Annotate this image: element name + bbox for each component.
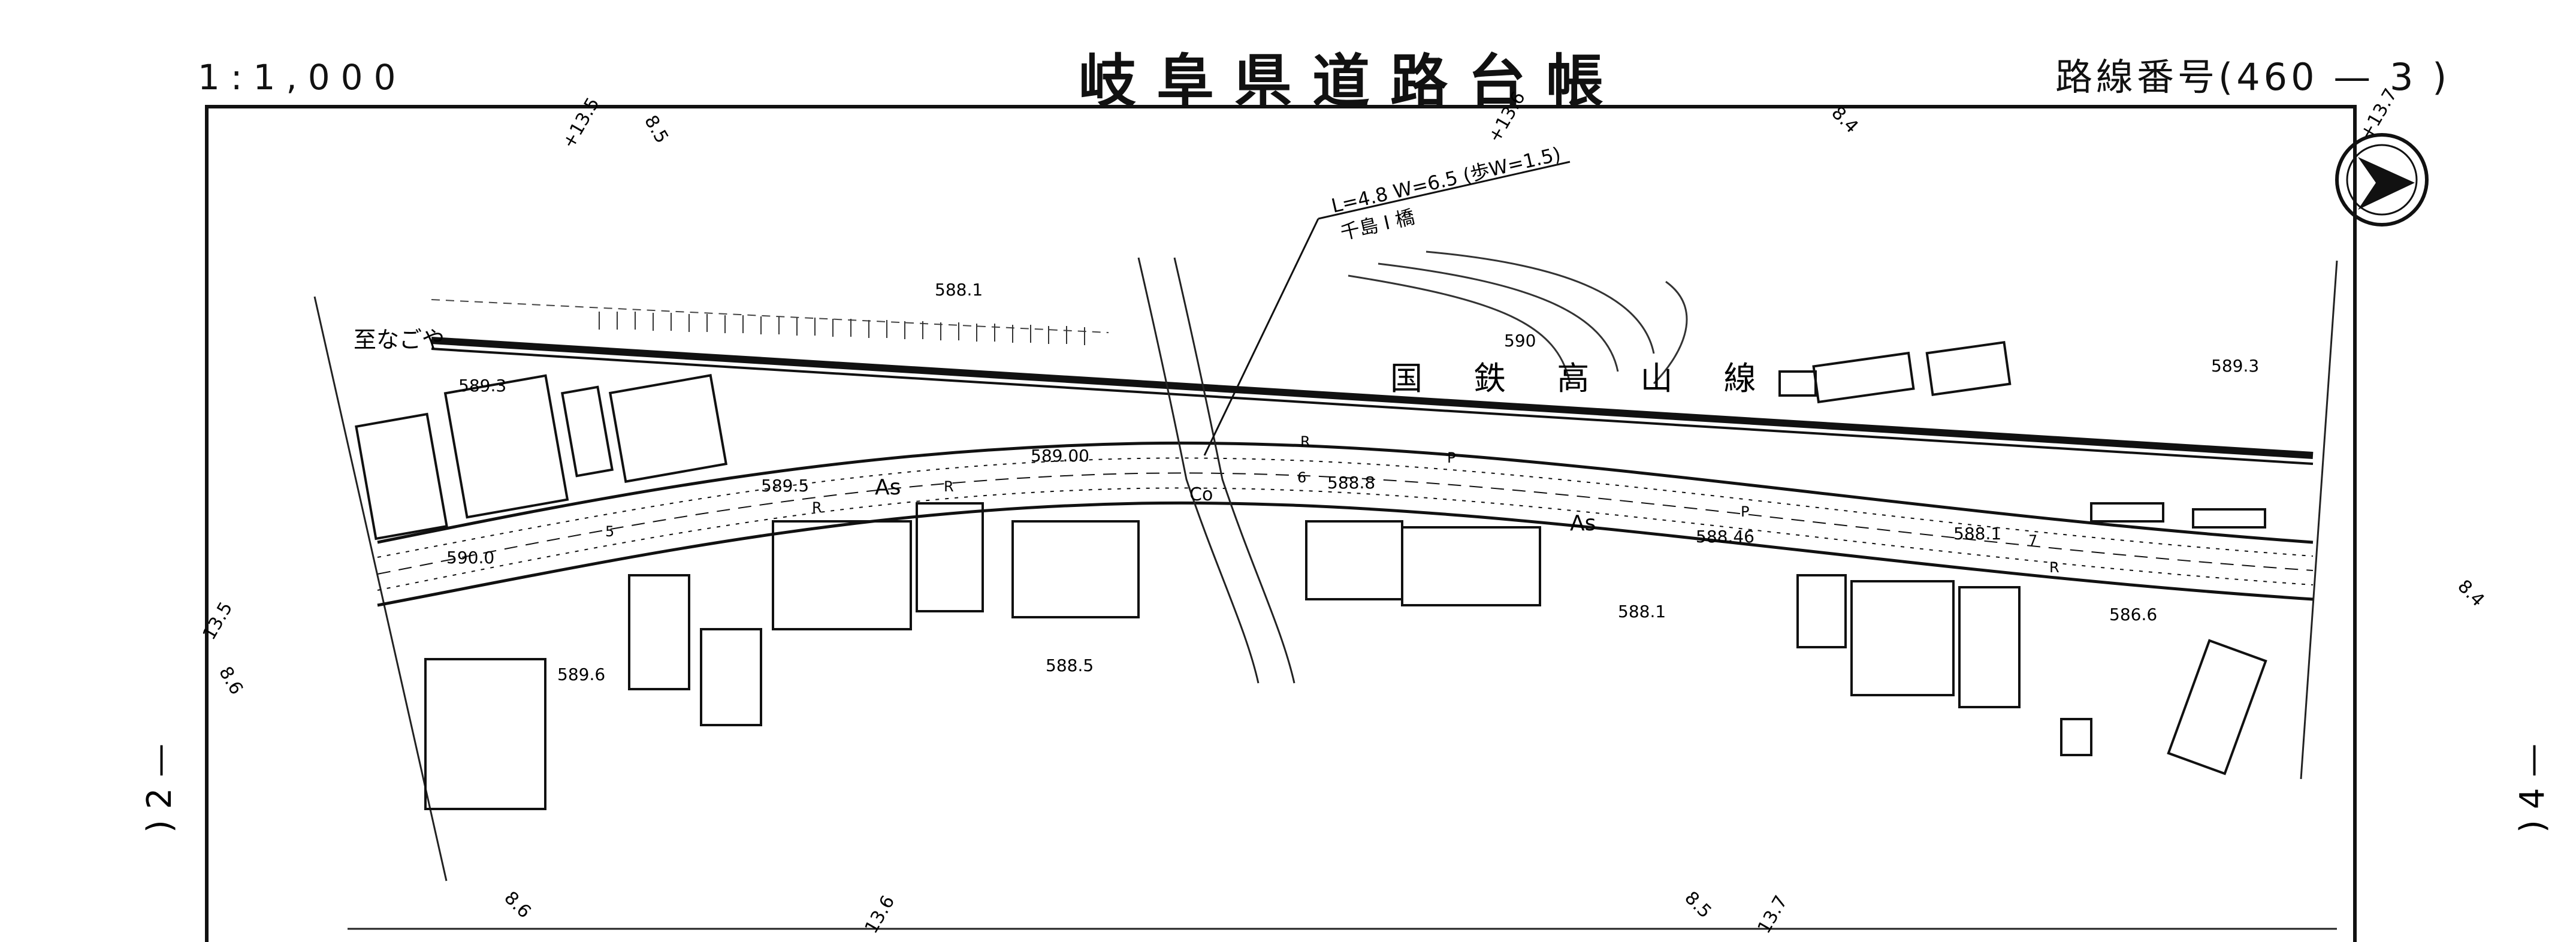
bridge-spec: L=4.8 W=6.5 (歩W=1.5) xyxy=(1329,143,1563,218)
adjacent-sheet-right: ) 4 — xyxy=(2513,744,2552,833)
marker-label: P xyxy=(1741,503,1749,520)
station-label: +13.7 xyxy=(2356,85,2402,143)
station-label: 13.7 xyxy=(1754,892,1792,937)
station-label: 8.4 xyxy=(2453,576,2488,611)
elevation-label: 588.1 xyxy=(935,280,983,300)
map-frame xyxy=(205,105,2357,942)
elevation-label: 588.1 xyxy=(1953,524,2001,544)
station-label: 8.5 xyxy=(640,112,672,147)
adjacent-sheet-left: ) 2 — xyxy=(140,744,179,833)
surface-label: As xyxy=(875,475,901,500)
bridge-leader-line xyxy=(1203,161,1571,456)
surface-label: As xyxy=(1570,511,1596,536)
marker-label: P xyxy=(1447,449,1455,466)
elevation-label: 589.00 xyxy=(1031,446,1089,466)
north-arrow-icon xyxy=(2335,133,2429,227)
station-label: +13.5 xyxy=(558,94,604,152)
station-label: 13.6 xyxy=(861,892,899,937)
map-scale: 1:1,000 xyxy=(198,57,407,98)
railway-label: 国 鉄 高 山 線 xyxy=(1390,360,1777,397)
elevation-label: 586.6 xyxy=(2109,605,2157,624)
station-label: 8.6 xyxy=(500,887,534,922)
sheet-title: 岐阜県道路台帳 xyxy=(1079,48,1624,115)
route-number: 路線番号(460 — 3 ) xyxy=(2055,55,2451,99)
elevation-label: 590 xyxy=(1504,331,1536,351)
station-label: 13.5 xyxy=(199,599,237,644)
marker-label: R xyxy=(944,478,954,495)
elevation-label: 590.0 xyxy=(446,548,494,567)
marker-label: R xyxy=(1300,433,1310,450)
elevation-label: 589.3 xyxy=(458,376,506,395)
railway-line xyxy=(431,299,2314,465)
marker-label: 7 xyxy=(2028,532,2037,549)
marker-label: 6 xyxy=(1297,469,1306,486)
embankment-hatching xyxy=(599,312,1085,345)
elevation-label: 588.8 xyxy=(1327,473,1375,493)
road xyxy=(377,441,2314,607)
elevation-label: 588.1 xyxy=(1618,602,1666,621)
elevation-label: 589.6 xyxy=(557,665,605,684)
destination-label: 至なごや xyxy=(354,327,445,353)
elevation-label: 589.5 xyxy=(761,476,809,496)
building-footprints xyxy=(355,341,2267,810)
elevation-label: 589.3 xyxy=(2211,356,2259,376)
station-label: 8.6 xyxy=(215,663,247,699)
contour-lines xyxy=(1348,250,1688,385)
marker-label: R xyxy=(812,499,822,516)
surface-label: Co xyxy=(1189,484,1213,505)
elevation-label: 588.5 xyxy=(1046,656,1094,675)
station-label: 8.5 xyxy=(1680,887,1715,922)
elevation-label: 588.46 xyxy=(1696,527,1754,547)
station-label: +13.6 xyxy=(1484,88,1530,146)
river xyxy=(1137,257,1295,684)
marker-label: 5 xyxy=(605,523,614,540)
marker-label: R xyxy=(2049,559,2059,576)
